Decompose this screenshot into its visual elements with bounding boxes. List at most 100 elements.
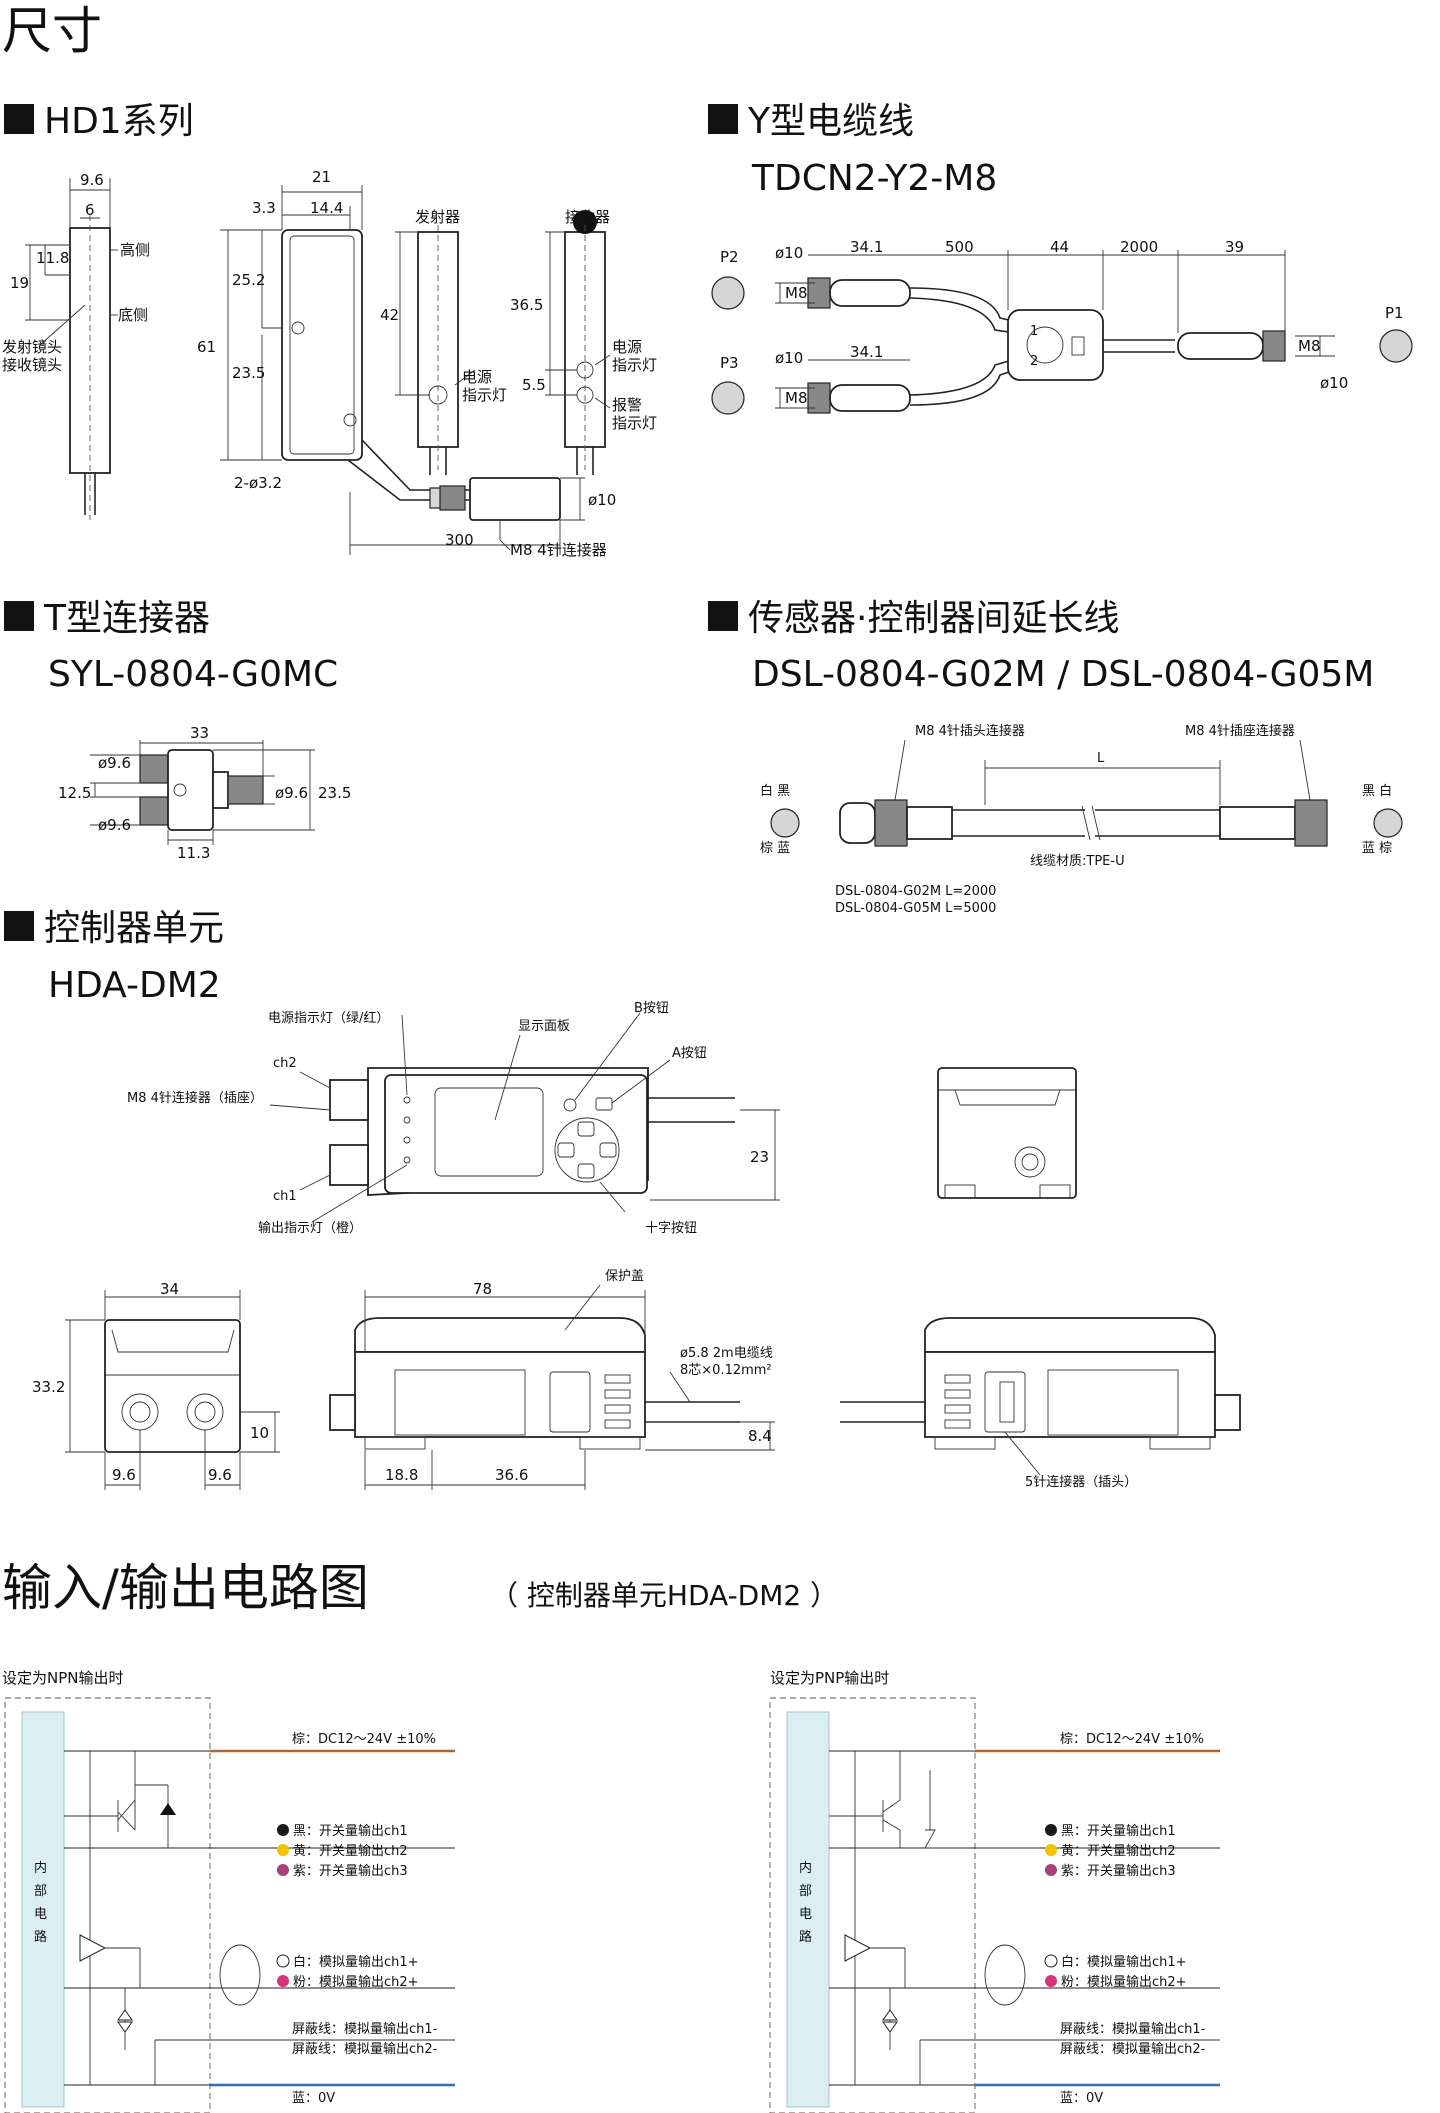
- ctrl-cable-label-b: 8芯×0.12mm²: [680, 1363, 772, 1378]
- npn-circuit: [4, 1697, 455, 2113]
- pnp-blue-label: 蓝：0V: [1060, 2091, 1103, 2106]
- hd1-receiver-view: [545, 210, 611, 475]
- y-cable-d10-b: ø10: [775, 349, 803, 367]
- dim-hd1-d10: ø10: [588, 491, 616, 509]
- ctrl-cross-button-label: 十字按钮: [645, 1221, 697, 1236]
- pnp-yellow-label: 黄：开关量输出ch2: [1061, 1843, 1176, 1859]
- hd1-connector-cable: [429, 477, 585, 551]
- npn-yellow-label: 黄：开关量输出ch2: [293, 1843, 408, 1859]
- y-cable-2000: 2000: [1120, 238, 1158, 256]
- y-cable-500: 500: [945, 238, 974, 256]
- dim-hd1-61: 61: [197, 338, 216, 356]
- controller-side-view-mirrored: [840, 1317, 1241, 1476]
- y-cable-p1: P1: [1385, 304, 1404, 322]
- npn-shield1-label: 屏蔽线：模拟量输出ch1-: [292, 2021, 438, 2037]
- t-conn-dim-d9.6-b: ø9.6: [98, 816, 131, 834]
- npn-shield2-label: 屏蔽线：模拟量输出ch2-: [292, 2041, 438, 2057]
- dim-hd1-25.2: 25.2: [232, 271, 265, 289]
- ext-left-top-colors: 白 黑: [760, 783, 790, 799]
- section-marker: [4, 104, 34, 134]
- label-power-led-b: 指示灯: [462, 386, 507, 404]
- label-bottom-side: 底侧: [118, 306, 148, 324]
- dim-hd1-23.5: 23.5: [232, 364, 265, 382]
- pnp-block-char-3: 电: [799, 1907, 812, 1922]
- y-cable-34.1-a: 34.1: [850, 238, 883, 256]
- section-marker: [4, 601, 34, 631]
- dim-hd1-3.3: 3.3: [252, 199, 276, 217]
- y-cable-m8-a: M8: [785, 284, 808, 302]
- ctrl-protective-cover-label: 保护盖: [605, 1269, 644, 1284]
- hd1-front-view: [220, 185, 561, 555]
- label-alarm-led-b: 指示灯: [612, 414, 657, 432]
- y-cable-p3: P3: [720, 354, 739, 372]
- y-cable-34.1-b: 34.1: [850, 343, 883, 361]
- pnp-black-label: 黑：开关量输出ch1: [1061, 1823, 1176, 1839]
- section-marker: [708, 104, 738, 134]
- heading-controller: 控制器单元: [44, 908, 224, 949]
- t-conn-dim-23.5: 23.5: [318, 784, 351, 802]
- y-cable-d10-a: ø10: [775, 244, 803, 262]
- pnp-purple-label: 紫：开关量输出ch3: [1061, 1863, 1176, 1879]
- t-conn-dim-11.3: 11.3: [177, 844, 210, 862]
- heading-extension-cable: 传感器·控制器间延长线: [748, 598, 1119, 639]
- pnp-block-char-4: 路: [799, 1929, 812, 1945]
- label-high-side: 高侧: [120, 241, 150, 259]
- dim-hd1-11.8: 11.8: [36, 249, 69, 267]
- dim-hd1-hole: 2-ø3.2: [234, 474, 282, 492]
- pnp-block-char-1: 内: [799, 1860, 812, 1876]
- hd1-side-view: [25, 178, 118, 520]
- extension-cable-drawing: [770, 739, 1403, 847]
- page-title: 尺寸: [2, 2, 102, 60]
- ctrl-dim-34: 34: [160, 1280, 179, 1298]
- dim-hd1-300: 300: [445, 531, 474, 549]
- ext-length-g05m: DSL-0804-G05M L=5000: [835, 901, 996, 916]
- npn-title: 设定为NPN输出时: [2, 1669, 124, 1687]
- wire-color-dot: [1045, 1864, 1057, 1876]
- y-cable-44: 44: [1050, 238, 1069, 256]
- heading-hd1: HD1系列: [44, 101, 194, 142]
- label-receiver-lens: 接收镜头: [2, 356, 62, 374]
- npn-block-char-3: 电: [34, 1907, 47, 1922]
- dim-hd1-19: 19: [10, 274, 29, 292]
- model-extension-cable: DSL-0804-G02M / DSL-0804-G05M: [752, 654, 1374, 695]
- npn-blue-label: 蓝：0V: [292, 2091, 335, 2106]
- y-cable-port-1: 1: [1030, 324, 1038, 339]
- y-cable-port-2: 2: [1030, 354, 1038, 369]
- internal-circuit-block: [786, 1711, 830, 2108]
- circuit-subtitle: （ 控制器单元HDA-DM2 ）: [490, 1579, 838, 1612]
- y-cable-d10-c: ø10: [1320, 374, 1348, 392]
- t-conn-dim-d9.6-c: ø9.6: [275, 784, 308, 802]
- label-emitter-lens: 发射镜头: [2, 338, 62, 356]
- pnp-shield1-label: 屏蔽线：模拟量输出ch1-: [1060, 2021, 1206, 2037]
- y-cable-p2: P2: [720, 248, 739, 266]
- y-cable-drawing: [711, 250, 1413, 415]
- dim-hd1-5.5: 5.5: [522, 376, 546, 394]
- label-alarm-led-a: 报警: [612, 396, 642, 414]
- y-cable-m8-b: M8: [785, 389, 808, 407]
- ctrl-m8-socket-label: M8 4针连接器（插座）: [127, 1090, 263, 1106]
- heading-t-connector: T型连接器: [43, 598, 210, 639]
- pnp-shield2-label: 屏蔽线：模拟量输出ch2-: [1060, 2041, 1206, 2057]
- npn-brown-label: 棕：DC12～24V ±10%: [292, 1732, 436, 1747]
- controller-perspective-view: [269, 1012, 780, 1223]
- ctrl-display-label: 显示面板: [518, 1019, 570, 1034]
- ctrl-dim-8.4: 8.4: [748, 1427, 772, 1445]
- wire-color-dot: [277, 1824, 289, 1836]
- dim-hd1-6: 6: [85, 201, 95, 219]
- npn-pink-label: 粉：模拟量输出ch2+: [293, 1974, 419, 1990]
- section-marker: [708, 601, 738, 631]
- ext-length-g02m: DSL-0804-G02M L=2000: [835, 884, 996, 899]
- pnp-block-char-2: 部: [799, 1884, 812, 1899]
- pnp-title: 设定为PNP输出时: [770, 1669, 889, 1687]
- ext-socket-label: M8 4针插座连接器: [1185, 723, 1295, 739]
- t-connector-drawing: [90, 740, 315, 845]
- npn-white-label: 白：模拟量输出ch1+: [293, 1954, 419, 1970]
- npn-black-label: 黑：开关量输出ch1: [293, 1823, 408, 1839]
- dim-hd1-36.5: 36.5: [510, 296, 543, 314]
- dim-hd1-14.4: 14.4: [310, 199, 343, 217]
- dim-hd1-21: 21: [312, 168, 331, 186]
- label-power-led-a: 电源: [462, 368, 492, 386]
- ctrl-a-button-label: A按钮: [672, 1046, 707, 1061]
- wire-color-dot: [1044, 1954, 1058, 1968]
